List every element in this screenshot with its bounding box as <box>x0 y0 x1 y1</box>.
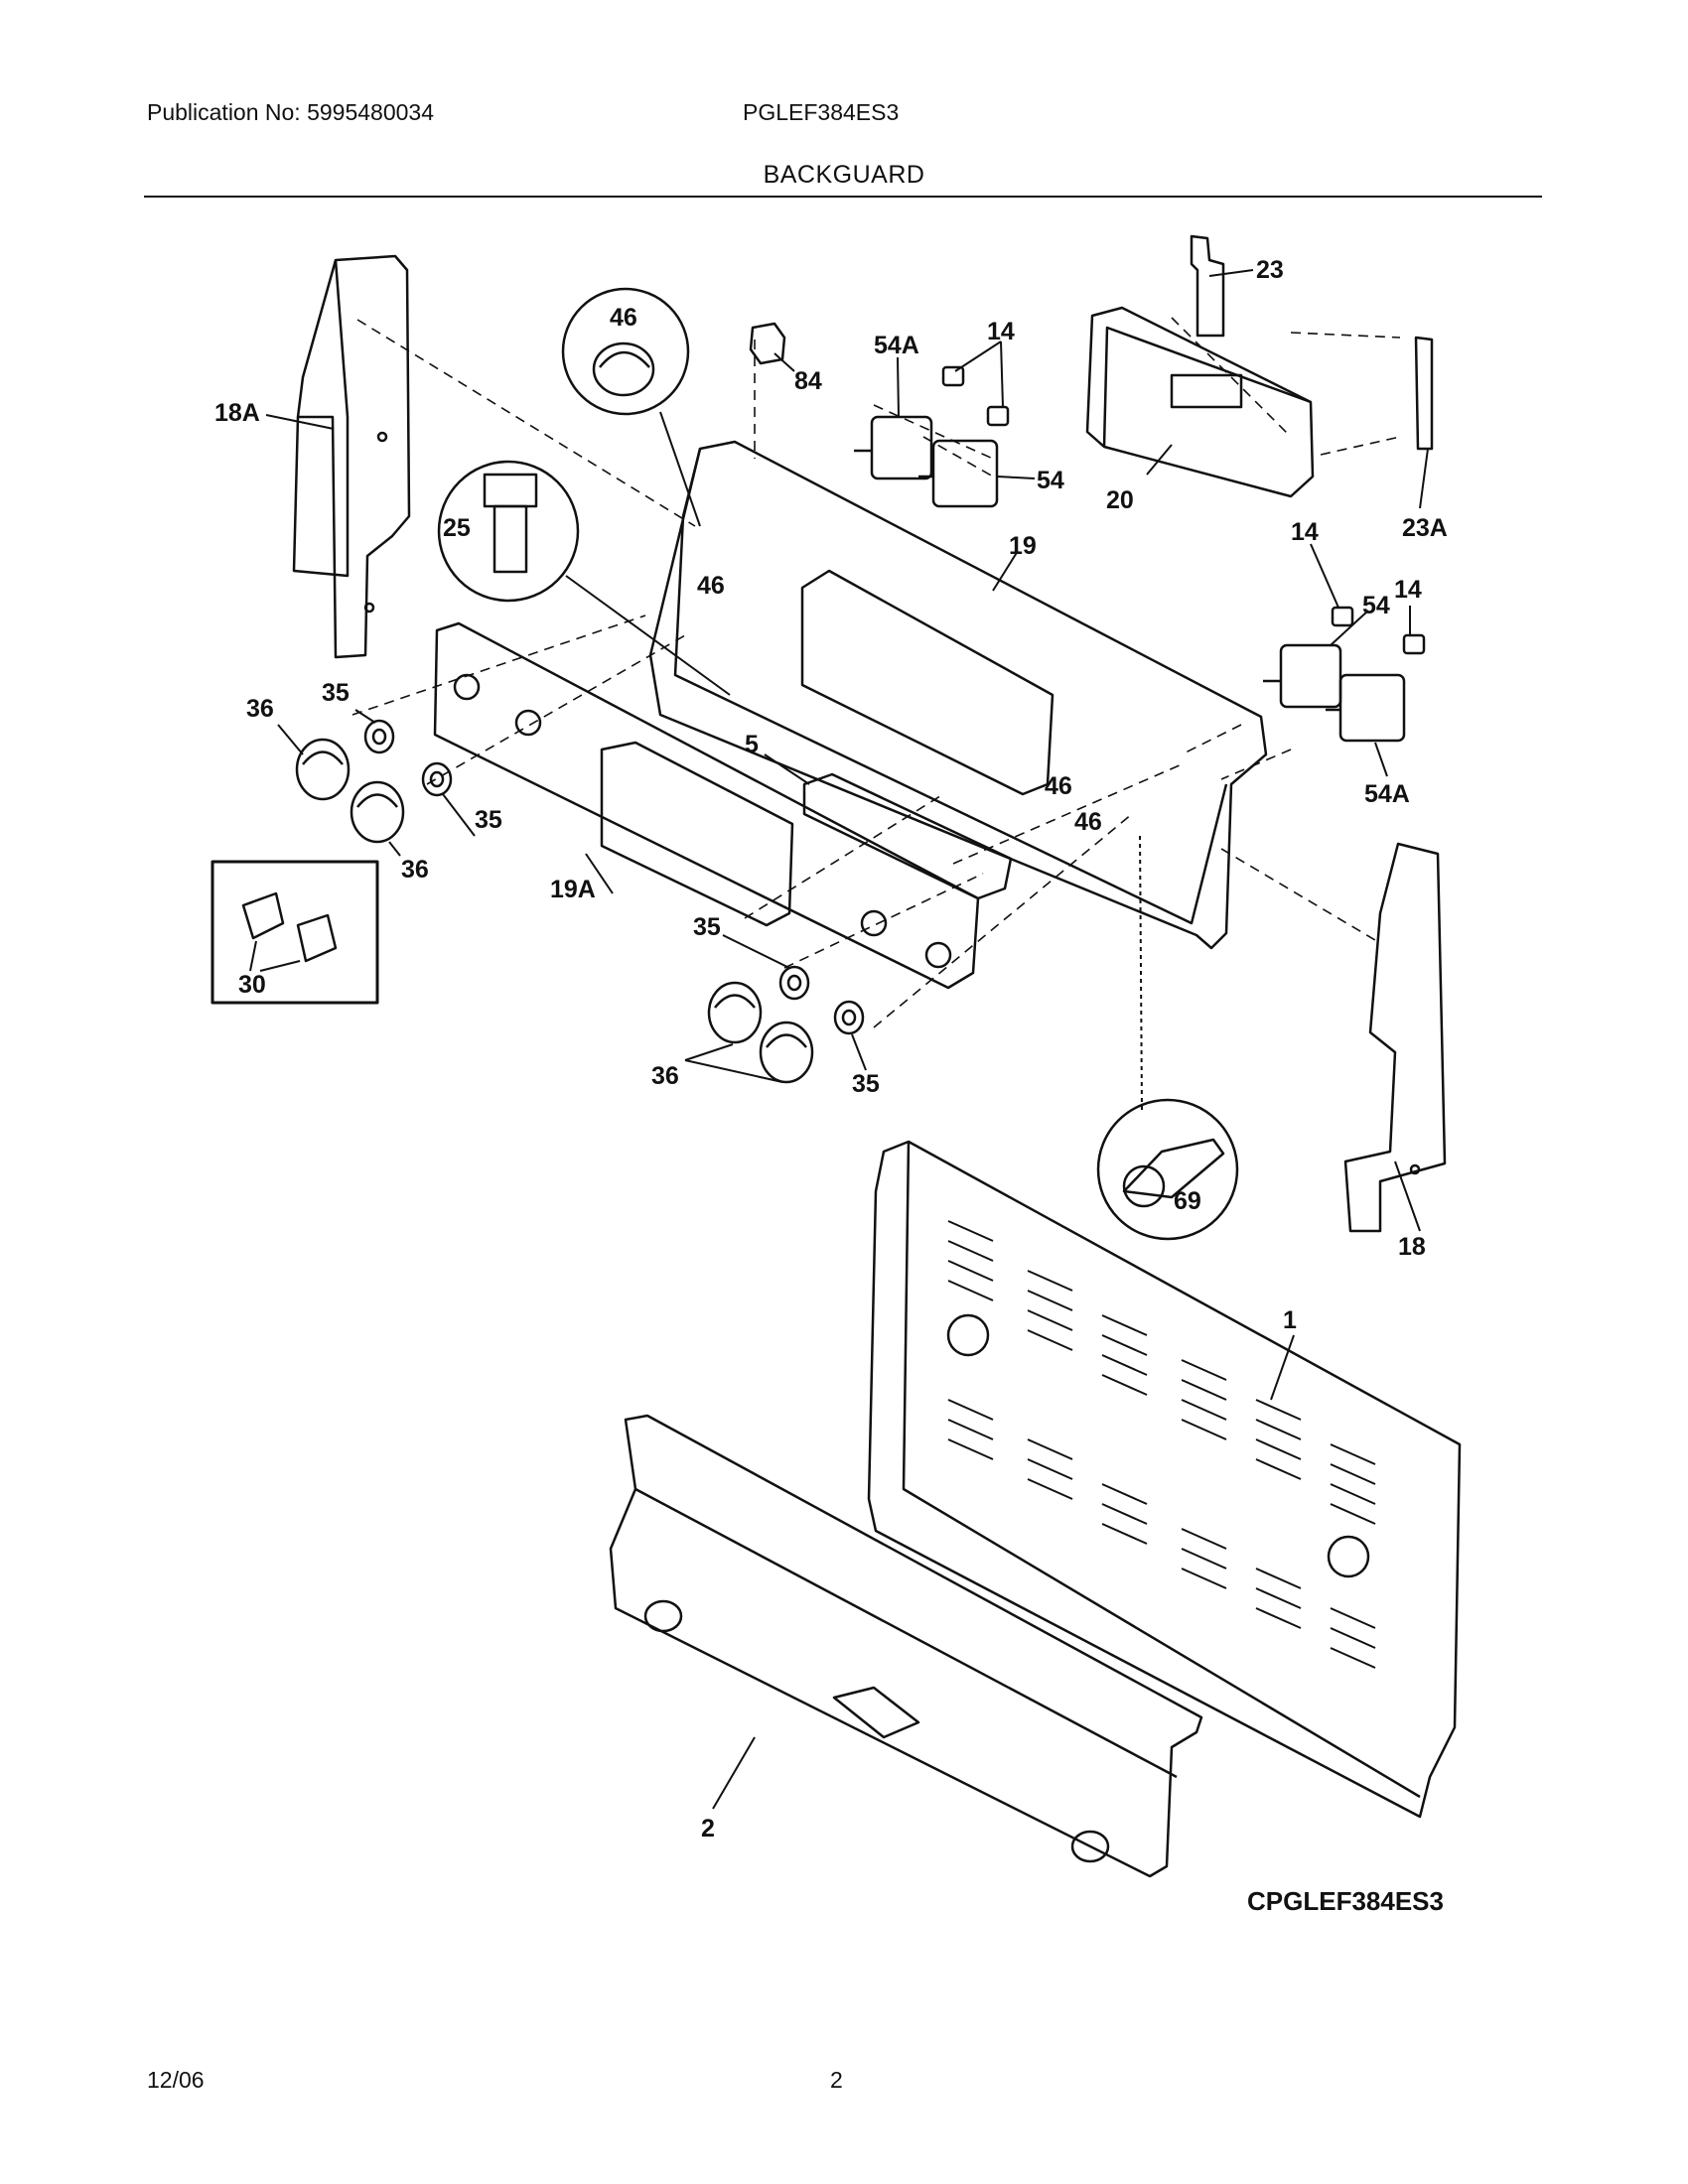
part-14-terminal-d <box>1402 633 1426 655</box>
part-36-knob-center-a <box>707 981 763 1044</box>
callout-35-lower-left: 35 <box>475 806 502 834</box>
part-23A-bracket <box>1414 336 1434 451</box>
part-35-bezel-center-a <box>778 965 810 1001</box>
part-25-detail-circle <box>437 460 580 603</box>
part-14-terminal-c <box>1331 606 1354 627</box>
part-36-knob-left-a <box>295 738 351 801</box>
assembly-lines <box>352 317 1401 1028</box>
callout-18: 18 <box>1398 1233 1426 1261</box>
callout-36-lower-left: 36 <box>401 856 429 884</box>
callout-5: 5 <box>745 731 759 758</box>
callout-14-mid: 14 <box>1291 518 1319 546</box>
callout-46-right: 46 <box>1074 808 1102 836</box>
part-69-detail-circle <box>1096 1098 1239 1241</box>
callout-25: 25 <box>443 514 471 542</box>
publication-number: Publication No: 5995480034 <box>147 99 435 125</box>
part-35-bezel-left-a <box>363 719 395 754</box>
part-30-inset-box <box>211 860 379 1005</box>
callout-20: 20 <box>1106 486 1134 514</box>
part-23-bracket <box>1190 234 1225 338</box>
part-20-control-board <box>1085 306 1315 498</box>
part-54A-switch-right <box>1326 673 1406 743</box>
part-54A-switch-top <box>854 415 933 480</box>
part-35-bezel-left-b <box>421 761 453 797</box>
part-54-switch-right <box>1263 643 1342 709</box>
part-36-knob-left-b <box>350 780 405 844</box>
callout-35-left: 35 <box>322 679 350 707</box>
callout-36-center: 36 <box>651 1062 679 1090</box>
part-5-bracket <box>802 772 1013 900</box>
footer-date: 12/06 <box>147 2067 205 2093</box>
callout-19: 19 <box>1009 532 1037 560</box>
callout-46-top: 46 <box>610 304 637 332</box>
callout-2: 2 <box>701 1815 715 1843</box>
part-54-switch-top <box>918 439 999 508</box>
model-number: PGLEF384ES3 <box>743 99 900 125</box>
callout-46-mid: 46 <box>1045 772 1072 800</box>
part-14-terminal-b <box>986 405 1010 427</box>
callout-54-mid: 54 <box>1362 592 1390 619</box>
callout-35-center-right: 35 <box>852 1070 880 1098</box>
part-35-bezel-center-b <box>833 1000 865 1035</box>
diagram-code: CPGLEF384ES3 <box>1247 1886 1444 1916</box>
part-18-bracket <box>1343 842 1447 1233</box>
callout-14-top: 14 <box>987 318 1015 345</box>
part-19-control-panel <box>648 440 1268 950</box>
callout-30: 30 <box>238 971 266 999</box>
page-number: 2 <box>830 2067 843 2093</box>
callout-46-left: 46 <box>697 572 725 600</box>
part-2-lower-panel <box>609 1414 1203 1878</box>
vent-slots <box>947 1220 1376 1669</box>
callout-14-right: 14 <box>1394 576 1422 604</box>
callout-84: 84 <box>794 367 822 395</box>
part-19A-overlay <box>433 621 980 990</box>
callout-54A-top: 54A <box>874 332 919 359</box>
display-window <box>600 741 794 927</box>
part-36-knob-center-b <box>759 1021 814 1084</box>
callout-23A: 23A <box>1402 514 1448 542</box>
callout-23: 23 <box>1256 256 1284 284</box>
header-rule <box>144 196 1542 198</box>
callout-35-center: 35 <box>693 913 721 941</box>
callout-54-top: 54 <box>1037 467 1064 494</box>
part-1-rear-panel <box>867 1140 1462 1819</box>
part-14-terminal-a <box>941 365 965 387</box>
section-title: BACKGUARD <box>763 161 925 189</box>
callout-69: 69 <box>1174 1187 1201 1215</box>
part-18A-bracket <box>292 254 411 659</box>
callout-36-left: 36 <box>246 695 274 723</box>
callout-54A-right: 54A <box>1364 780 1410 808</box>
callout-19A: 19A <box>550 876 596 903</box>
leader-lines <box>249 269 1429 1810</box>
part-46-detail-circle <box>561 287 690 416</box>
callout-18A: 18A <box>214 399 260 427</box>
callout-1: 1 <box>1283 1306 1297 1334</box>
